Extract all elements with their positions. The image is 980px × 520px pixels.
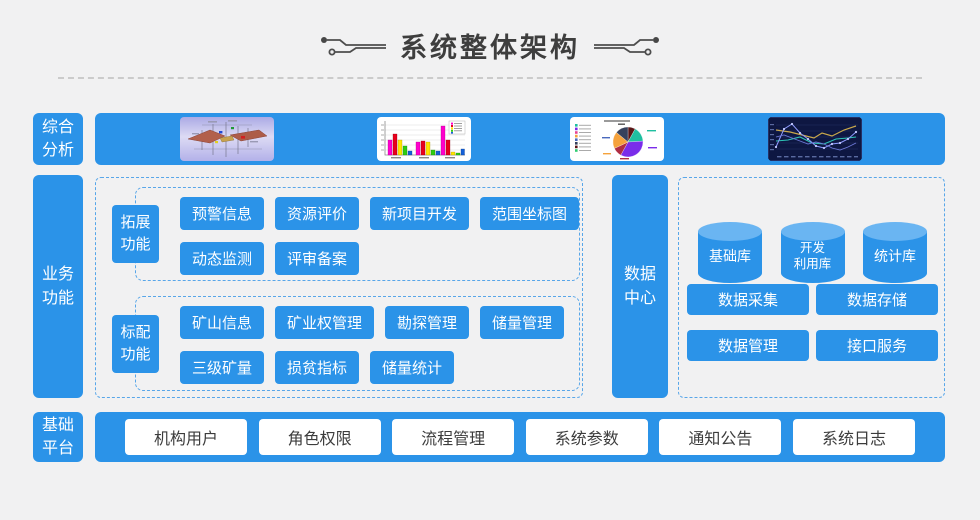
- standard-functions-chips: 矿山信息 矿业权管理 勘探管理 储量管理 三级矿量 损贫指标 储量统计: [180, 306, 573, 396]
- row-label-business-line1: 业务: [41, 266, 74, 284]
- page-title: 系统整体架构: [400, 33, 580, 63]
- mine-3d-model-thumbnail: [180, 117, 274, 161]
- database-statistics-label: 统计库: [863, 231, 927, 283]
- module-role-permissions[interactable]: 角色权限: [258, 419, 381, 455]
- row-label-analysis-line1: 综合: [41, 118, 74, 136]
- extended-label-line1: 拓展: [120, 214, 151, 232]
- module-early-warning-info[interactable]: 预警信息: [180, 197, 265, 230]
- extended-label-line2: 功能: [120, 236, 151, 253]
- module-loss-dilution-index[interactable]: 损贫指标: [275, 351, 360, 384]
- platform-bar: 机构用户 角色权限 流程管理 系统参数 通知公告 系统日志: [95, 412, 945, 462]
- standard-functions-group: 标配 功能 矿山信息 矿业权管理 勘探管理 储量管理 三级矿量 损贫指标 储量统…: [112, 296, 580, 391]
- row-label-business-line2: 功能: [41, 289, 74, 307]
- title-bar: 系统整体架构: [0, 26, 980, 65]
- module-system-parameters[interactable]: 系统参数: [525, 419, 648, 455]
- data-center-line1: 数据: [623, 265, 656, 283]
- module-mine-info[interactable]: 矿山信息: [180, 306, 265, 339]
- extended-functions-group: 拓展 功能 预警信息 资源评价 新项目开发 范围坐标图 动态监测 评审备案: [112, 187, 580, 281]
- module-reserves-management[interactable]: 储量管理: [480, 306, 565, 339]
- row-label-platform-line1: 基础: [41, 416, 74, 434]
- module-new-project-development[interactable]: 新项目开发: [370, 197, 470, 230]
- analysis-bar: [95, 113, 945, 165]
- module-data-collection[interactable]: 数据采集: [687, 284, 809, 315]
- extended-functions-label: 拓展 功能: [112, 205, 159, 263]
- database-cylinder-development-utilization: 开发 利用库: [780, 222, 845, 283]
- database-development-label: 开发 利用库: [780, 231, 845, 283]
- title-separator: [58, 77, 922, 79]
- database-cylinder-basic: 基础库: [698, 222, 762, 283]
- database-cylinders: 基础库 开发 利用库 统计库: [698, 222, 927, 283]
- circuit-decoration-right: [594, 36, 659, 55]
- circuit-decoration-left: [321, 36, 386, 55]
- module-system-logs[interactable]: 系统日志: [792, 419, 915, 455]
- row-label-business: 业务 功能: [33, 175, 83, 398]
- cylinder-top-ellipse: [698, 222, 762, 241]
- cylinder-top-ellipse: [780, 222, 845, 241]
- module-three-level-ore-quantity[interactable]: 三级矿量: [180, 351, 265, 384]
- extended-functions-chips: 预警信息 资源评价 新项目开发 范围坐标图 动态监测 评审备案: [180, 197, 580, 287]
- module-resource-evaluation[interactable]: 资源评价: [275, 197, 360, 230]
- module-range-coordinate-map[interactable]: 范围坐标图: [480, 197, 580, 230]
- module-reserves-statistics[interactable]: 储量统计: [370, 351, 455, 384]
- data-center-line2: 中心: [623, 289, 656, 307]
- data-area-group: 基础库 开发 利用库 统计库 数据采集 数据存储 数据管理: [678, 177, 945, 398]
- module-review-filing[interactable]: 评审备案: [275, 242, 360, 275]
- module-mining-rights-management[interactable]: 矿业权管理: [275, 306, 375, 339]
- standard-functions-label: 标配 功能: [112, 314, 159, 373]
- module-dynamic-monitoring[interactable]: 动态监测: [180, 242, 265, 275]
- module-data-management[interactable]: 数据管理: [687, 330, 809, 361]
- standard-label-line2: 功能: [120, 345, 151, 363]
- module-interface-service[interactable]: 接口服务: [816, 330, 938, 361]
- business-functions-container: [95, 177, 583, 398]
- row-label-platform: 基础 平台: [33, 412, 83, 462]
- pie-chart-thumbnail: [570, 117, 664, 161]
- module-notification-announcement[interactable]: 通知公告: [659, 419, 782, 455]
- cylinder-top-ellipse: [863, 222, 927, 241]
- module-organization-users[interactable]: 机构用户: [125, 419, 247, 455]
- row-label-platform-line2: 平台: [41, 440, 74, 457]
- module-process-management[interactable]: 流程管理: [392, 419, 515, 455]
- row-label-analysis-line2: 分析: [41, 142, 74, 159]
- line-chart-thumbnail: [768, 117, 862, 161]
- row-label-analysis: 综合 分析: [33, 113, 83, 165]
- bar-chart-thumbnail: [377, 117, 471, 161]
- data-center-pillar: 数据 中心: [612, 175, 668, 398]
- module-data-storage[interactable]: 数据存储: [816, 284, 938, 315]
- data-service-buttons: 数据采集 数据存储 数据管理 接口服务: [687, 284, 938, 361]
- standard-label-line1: 标配: [120, 323, 151, 341]
- module-exploration-management[interactable]: 勘探管理: [385, 306, 470, 339]
- database-cylinder-statistics: 统计库: [863, 222, 927, 283]
